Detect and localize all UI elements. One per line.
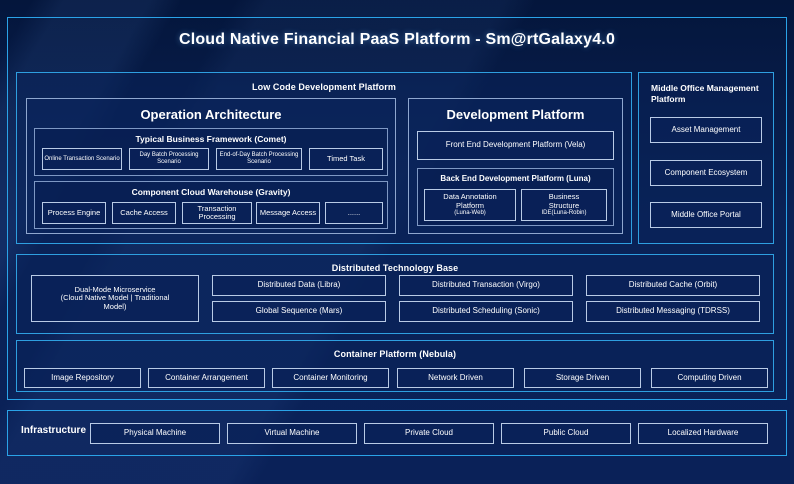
- scenario-chip-day-batch[interactable]: Day Batch Processing Scenario: [129, 148, 209, 170]
- back-end-chip-data-annotation-platform[interactable]: Data Annotation Platform (Luna-Web): [424, 189, 516, 221]
- front-end-development-platform-chip[interactable]: Front End Development Platform (Vela): [417, 131, 614, 160]
- low-code-heading: Low Code Development Platform: [252, 82, 396, 92]
- middle-office-chip-component-ecosystem[interactable]: Component Ecosystem: [650, 160, 762, 186]
- platform-frame: [7, 60, 787, 400]
- container-platform-heading: Container Platform (Nebula): [333, 349, 457, 359]
- distributed-chip-distributed-transaction[interactable]: Distributed Transaction (Virgo): [399, 275, 573, 296]
- component-chip-process-engine[interactable]: Process Engine: [42, 202, 106, 224]
- component-chip-more[interactable]: ......: [325, 202, 383, 224]
- container-chip-computing-driven[interactable]: Computing Driven: [651, 368, 768, 388]
- container-chip-image-repository[interactable]: Image Repository: [24, 368, 141, 388]
- component-chip-cache-access[interactable]: Cache Access: [112, 202, 176, 224]
- development-platform-heading: Development Platform: [446, 107, 585, 122]
- business-structure-line3: IDE(Luna-Robin): [541, 210, 587, 217]
- data-annotation-line3: (Luna-Web): [454, 210, 486, 217]
- middle-office-chip-middle-office-portal[interactable]: Middle Office Portal: [650, 202, 762, 228]
- container-chip-container-monitoring[interactable]: Container Monitoring: [272, 368, 389, 388]
- page-title-bar: Cloud Native Financial PaaS Platform - S…: [7, 17, 787, 61]
- page-title: Cloud Native Financial PaaS Platform - S…: [178, 30, 616, 48]
- distributed-chip-distributed-messaging[interactable]: Distributed Messaging (TDRSS): [586, 301, 760, 322]
- distributed-chip-global-sequence[interactable]: Global Sequence (Mars): [212, 301, 386, 322]
- container-chip-container-arrangement[interactable]: Container Arrangement: [148, 368, 265, 388]
- back-end-development-platform-heading: Back End Development Platform (Luna): [440, 174, 591, 183]
- business-structure-line1: Business: [548, 192, 580, 202]
- distributed-chip-distributed-cache[interactable]: Distributed Cache (Orbit): [586, 275, 760, 296]
- typical-business-framework-heading: Typical Business Framework (Comet): [135, 134, 287, 144]
- distributed-chip-distributed-scheduling[interactable]: Distributed Scheduling (Sonic): [399, 301, 573, 322]
- infrastructure-chip-public-cloud[interactable]: Public Cloud: [501, 423, 631, 444]
- infrastructure-chip-private-cloud[interactable]: Private Cloud: [364, 423, 494, 444]
- infrastructure-panel: Infrastructure: [7, 410, 787, 456]
- data-annotation-line2: Platform: [456, 200, 484, 210]
- dual-mode-line3: Model): [103, 301, 127, 311]
- business-structure-line2: Structure: [548, 200, 580, 210]
- infrastructure-chip-physical-machine[interactable]: Physical Machine: [90, 423, 220, 444]
- scenario-chip-online-transaction[interactable]: Online Transaction Scenario: [42, 148, 122, 170]
- infrastructure-label: Infrastructure: [21, 425, 87, 436]
- operation-architecture-heading: Operation Architecture: [140, 107, 282, 122]
- dual-mode-line2: (Cloud Native Model | Traditional: [60, 293, 170, 303]
- data-annotation-line1: Data Annotation: [443, 192, 497, 202]
- container-platform-panel: Container Platform (Nebula): [16, 340, 774, 392]
- infrastructure-chip-localized-hardware[interactable]: Localized Hardware: [638, 423, 768, 444]
- container-chip-storage-driven[interactable]: Storage Driven: [524, 368, 641, 388]
- container-chip-network-driven[interactable]: Network Driven: [397, 368, 514, 388]
- back-end-chip-business-structure-ide[interactable]: Business Structure IDE(Luna-Robin): [521, 189, 607, 221]
- middle-office-chip-asset-management[interactable]: Asset Management: [650, 117, 762, 143]
- component-chip-message-access[interactable]: Message Access: [256, 202, 320, 224]
- scenario-chip-timed-task[interactable]: Timed Task: [309, 148, 383, 170]
- infrastructure-chip-virtual-machine[interactable]: Virtual Machine: [227, 423, 357, 444]
- component-chip-transaction-processing[interactable]: Transaction Processing: [182, 202, 252, 224]
- scenario-chip-end-of-day-batch[interactable]: End-of-Day Batch Processing Scenario: [216, 148, 302, 170]
- component-cloud-warehouse-heading: Component Cloud Warehouse (Gravity): [131, 187, 291, 197]
- distributed-chip-distributed-data[interactable]: Distributed Data (Libra): [212, 275, 386, 296]
- dual-mode-microservice-chip[interactable]: Dual-Mode Microservice (Cloud Native Mod…: [31, 275, 199, 322]
- dual-mode-line1: Dual-Mode Microservice: [74, 284, 156, 294]
- middle-office-heading: Middle Office Management Platform: [651, 83, 759, 105]
- distributed-technology-base-heading: Distributed Technology Base: [331, 263, 459, 273]
